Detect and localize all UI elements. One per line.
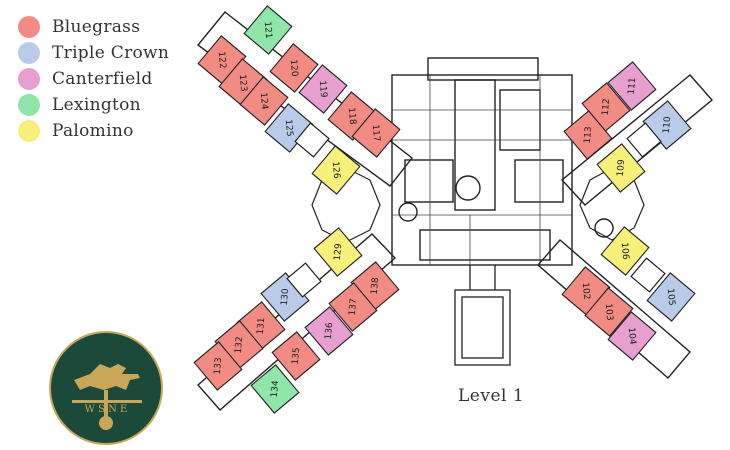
entrance-porch	[454, 265, 511, 366]
legend: Bluegrass Triple Crown Canterfield Lexin…	[18, 14, 169, 144]
legend-item-canterfield: Canterfield	[18, 66, 169, 92]
room-number: 134	[270, 380, 281, 398]
room-number: 129	[333, 243, 344, 261]
legend-label: Lexington	[52, 95, 141, 115]
legend-swatch-lexington	[18, 94, 40, 116]
room-129[interactable]: 129	[313, 227, 363, 277]
room-135[interactable]: 135	[271, 331, 321, 381]
room-number: 135	[291, 347, 302, 365]
room-number: 137	[348, 298, 359, 316]
room-number: 122	[216, 51, 227, 69]
compass-letters: W S N E	[85, 404, 128, 415]
room-number: 126	[330, 161, 341, 179]
room-fill	[243, 5, 293, 55]
room-133[interactable]: 133	[193, 341, 243, 391]
room-number: 105	[665, 288, 676, 306]
room-fill	[600, 226, 650, 276]
room-number: 130	[280, 288, 291, 306]
room-fill	[563, 110, 613, 160]
room-number: 111	[627, 77, 638, 95]
room-number: 102	[580, 282, 591, 300]
room-number: 109	[616, 159, 627, 177]
room-113[interactable]: 113	[563, 110, 613, 160]
room-111[interactable]: 111	[607, 61, 657, 111]
room-fill	[351, 108, 401, 158]
legend-swatch-triple-crown	[18, 42, 40, 64]
room-109[interactable]: 109	[596, 143, 646, 193]
room-fill	[311, 145, 361, 195]
central-core-detail	[392, 75, 572, 265]
room-fill	[271, 331, 321, 381]
room-fill	[313, 227, 363, 277]
room-fill	[607, 311, 657, 361]
central-core	[391, 57, 614, 266]
legend-swatch-bluegrass	[18, 16, 40, 38]
room-121[interactable]: 121	[243, 5, 293, 55]
legend-item-triple-crown: Triple Crown	[18, 40, 169, 66]
legend-label: Triple Crown	[52, 43, 170, 63]
room-105[interactable]: 105	[646, 272, 696, 322]
room-103[interactable]: 103	[584, 287, 634, 337]
room-number: 113	[583, 126, 594, 144]
room-fill	[298, 64, 348, 114]
room-number: 131	[256, 317, 267, 335]
room-fill	[304, 306, 354, 356]
room-number: 118	[346, 107, 357, 125]
room-104[interactable]: 104	[607, 311, 657, 361]
room-number: 119	[317, 80, 328, 98]
room-106[interactable]: 106	[600, 226, 650, 276]
room-fill	[584, 287, 634, 337]
room-126[interactable]: 126	[311, 145, 361, 195]
room-fill	[646, 272, 696, 322]
legend-label: Palomino	[52, 121, 134, 141]
rooms-layer: 121 122 123 124 125 120 119 118 117 126 111 112 113 1…	[193, 5, 696, 414]
room-number: 136	[324, 322, 335, 340]
room-number: 133	[213, 357, 224, 375]
room-fill	[193, 341, 243, 391]
room-117[interactable]: 117	[351, 108, 401, 158]
stair-cores	[286, 122, 666, 298]
room-number: 112	[601, 98, 612, 116]
level-label: Level 1	[458, 386, 525, 406]
room-120[interactable]: 120	[269, 43, 319, 93]
room-number: 125	[283, 119, 294, 137]
room-number: 103	[603, 303, 614, 321]
wing-hubs	[311, 167, 645, 243]
legend-label: Bluegrass	[52, 17, 141, 37]
room-number: 124	[258, 92, 269, 110]
legend-item-bluegrass: Bluegrass	[18, 14, 169, 40]
room-fill	[328, 282, 378, 332]
legend-item-palomino: Palomino	[18, 118, 169, 144]
room-fill	[607, 61, 657, 111]
room-number: 106	[619, 242, 630, 260]
room-number: 117	[370, 124, 381, 142]
room-136[interactable]: 136	[304, 306, 354, 356]
legend-item-lexington: Lexington	[18, 92, 169, 118]
room-134[interactable]: 134	[250, 364, 300, 414]
legend-swatch-canterfield	[18, 68, 40, 90]
room-137[interactable]: 137	[328, 282, 378, 332]
weathervane-horse-icon	[72, 364, 142, 430]
room-fill	[250, 364, 300, 414]
room-number: 104	[626, 327, 637, 345]
legend-swatch-palomino	[18, 120, 40, 142]
room-fill	[269, 43, 319, 93]
legend-label: Canterfield	[52, 69, 153, 89]
room-number: 123	[237, 74, 248, 92]
room-number: 121	[262, 21, 273, 39]
room-number: 138	[370, 277, 381, 295]
room-number: 132	[234, 336, 245, 354]
room-119[interactable]: 119	[298, 64, 348, 114]
room-number: 110	[662, 116, 673, 134]
logo: W S N E	[49, 331, 163, 445]
room-fill	[596, 143, 646, 193]
room-124[interactable]: 124	[239, 76, 289, 126]
room-fill	[239, 76, 289, 126]
room-number: 120	[288, 59, 299, 77]
